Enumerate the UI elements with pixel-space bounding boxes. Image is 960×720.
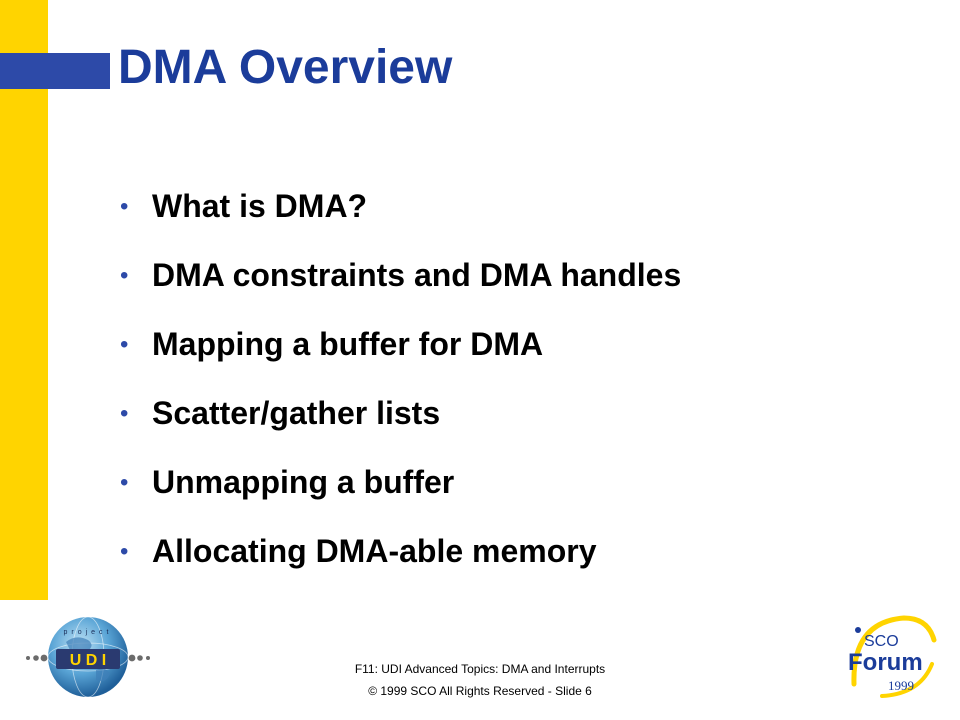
- udi-project-globe-logo: project U D I: [26, 616, 150, 698]
- bullet-item: • What is DMA?: [120, 172, 681, 241]
- blue-title-block: [0, 53, 110, 89]
- sco-text: SCO: [864, 633, 899, 650]
- slide-title: DMA Overview: [118, 41, 453, 94]
- bullet-text: Allocating DMA-able memory: [152, 533, 597, 569]
- bullet-dot: •: [120, 192, 129, 220]
- footer-course-title: F11: UDI Advanced Topics: DMA and Interr…: [354, 662, 606, 676]
- yellow-side-bar: [0, 0, 48, 600]
- year-text: 1999: [888, 678, 914, 693]
- bullet-item: • Scatter/gather lists: [120, 379, 681, 448]
- bullet-text: DMA constraints and DMA handles: [152, 257, 682, 293]
- bullet-text: What is DMA?: [152, 188, 368, 224]
- footer-copyright: © 1999 SCO All Rights Reserved - Slide 6: [368, 684, 592, 698]
- bullet-text: Mapping a buffer for DMA: [152, 326, 544, 362]
- bullet-item: • Mapping a buffer for DMA: [120, 310, 681, 379]
- bullet-dot: •: [120, 330, 129, 358]
- bullet-dot: •: [120, 261, 129, 289]
- bullet-item: • Allocating DMA-able memory: [120, 517, 681, 586]
- bullet-item: • Unmapping a buffer: [120, 448, 681, 517]
- bullet-text: Unmapping a buffer: [152, 464, 455, 500]
- forum-text: Forum: [848, 649, 923, 676]
- bullet-item: • DMA constraints and DMA handles: [120, 241, 681, 310]
- udi-letters: U D I: [70, 652, 106, 669]
- sco-forum-1999-logo: SCO Forum 1999: [848, 615, 937, 698]
- bullet-list: • What is DMA? • DMA constraints and DMA…: [120, 172, 681, 586]
- bullet-dot: •: [120, 399, 129, 427]
- bullet-dot: •: [120, 468, 129, 496]
- bullet-dot: •: [120, 537, 129, 565]
- udi-ring-text: project: [63, 629, 112, 636]
- bullet-text: Scatter/gather lists: [152, 395, 441, 431]
